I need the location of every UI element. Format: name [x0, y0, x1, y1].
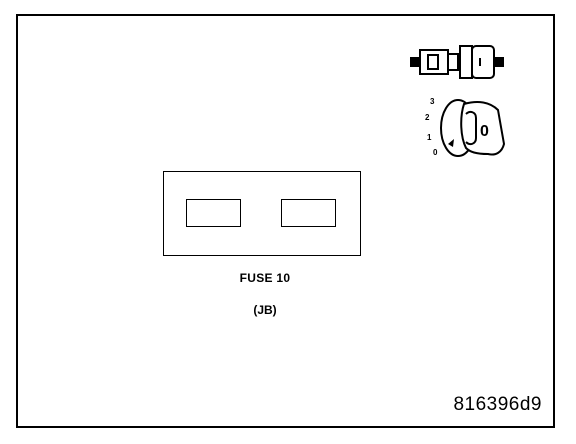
reference-code: 816396d9 [453, 394, 542, 415]
fuse-label: FUSE 10 [239, 271, 291, 285]
ignition-position-1: 1 [427, 133, 432, 142]
ignition-position-0: 0 [433, 148, 438, 157]
fuse-box [163, 171, 361, 256]
connector-icon [410, 45, 504, 79]
fuse-slot-left [186, 199, 241, 227]
ignition-position-2: 2 [425, 113, 430, 122]
fuse-slot-right [281, 199, 336, 227]
fuse-location-label: (JB) [253, 303, 277, 317]
ignition-position-3: 3 [430, 97, 435, 106]
diagram-frame [16, 14, 555, 428]
ignition-key-icon: 3 2 1 0 0 [425, 97, 506, 157]
ignition-key-label: 0 [480, 123, 489, 140]
